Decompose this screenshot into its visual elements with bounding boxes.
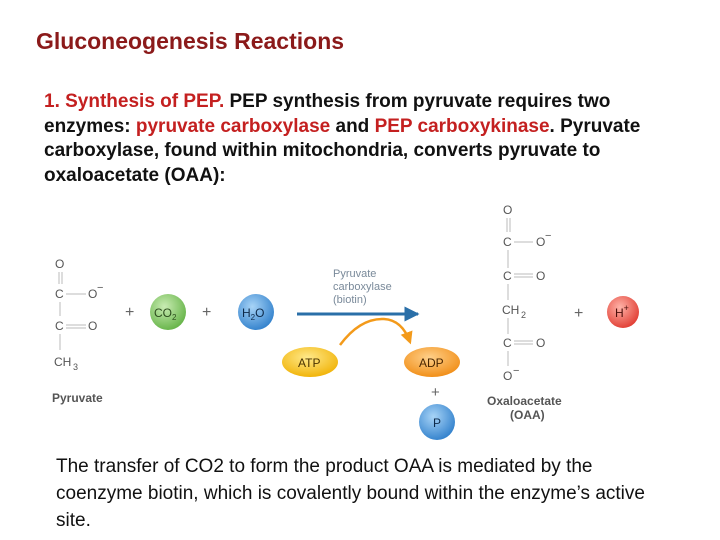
oaa-label-2: (OAA) <box>510 408 545 422</box>
atp-adp-curve <box>338 317 413 346</box>
intro-text-b: and <box>330 115 375 137</box>
svg-text:O: O <box>503 203 512 217</box>
svg-text:(biotin): (biotin) <box>333 294 367 306</box>
atp-ball <box>282 347 338 377</box>
h2o-ball <box>238 294 274 330</box>
svg-text:C: C <box>503 269 512 283</box>
svg-text:C: C <box>503 336 512 350</box>
svg-text:CH: CH <box>502 303 519 317</box>
oaa-label-1: Oxaloacetate <box>487 394 562 408</box>
pyr-atom-c2: C <box>55 319 64 333</box>
plus-3: + <box>431 384 440 401</box>
co2-ball <box>150 294 186 330</box>
intro-paragraph: 1. Synthesis of PEP. PEP synthesis from … <box>44 90 684 188</box>
pyr-atom-o2: O <box>88 287 97 301</box>
h2o-label: H2O <box>242 306 264 322</box>
intro-text-a: PEP synthesis from pyruvate requires two… <box>44 91 611 137</box>
enzyme-pep-carboxykinase: PEP carboxykinase <box>374 115 550 137</box>
svg-text:O: O <box>536 336 545 350</box>
enzyme-label: Pyruvate carboxylase (biotin) <box>333 268 392 306</box>
intro-text-c: . Pyruvate carboxylase, found within mit… <box>44 115 641 186</box>
phosphate-ball <box>419 404 455 440</box>
oaa-structure: O C O − C O CH 2 C O O − Oxaloacetate (O… <box>487 203 562 422</box>
h-plus-ball <box>607 296 639 328</box>
phosphate-label: P <box>433 416 441 430</box>
pyr-atom-sub3: 3 <box>73 362 78 372</box>
pyr-atom-o3: O <box>88 319 97 333</box>
svg-text:2: 2 <box>521 310 526 320</box>
pyr-atom-c1: C <box>55 287 64 301</box>
pyr-atom-o1: O <box>55 257 64 271</box>
co2-label: CO2 <box>154 306 177 322</box>
svg-text:O: O <box>536 235 545 249</box>
enzyme-pyruvate-carboxylase: pyruvate carboxylase <box>135 115 331 137</box>
plus-1: + <box>125 304 134 321</box>
pyr-charge: − <box>97 282 103 294</box>
plus-2: + <box>202 304 211 321</box>
svg-text:Pyruvate: Pyruvate <box>333 268 376 280</box>
pyr-atom-ch: CH <box>54 355 71 369</box>
svg-text:O: O <box>536 269 545 283</box>
adp-ball <box>404 347 460 377</box>
atp-label: ATP <box>298 356 320 370</box>
svg-text:C: C <box>503 235 512 249</box>
svg-text:−: − <box>545 230 551 242</box>
slide-title: Gluconeogenesis Reactions <box>36 28 345 54</box>
h-plus-label: H+ <box>615 303 629 320</box>
adp-label: ADP <box>419 356 444 370</box>
footer-paragraph: The transfer of CO2 to form the product … <box>56 456 645 531</box>
pyruvate-structure: O C O − C O CH 3 Pyruvate <box>52 257 103 405</box>
intro-heading: 1. Synthesis of PEP. <box>44 91 225 112</box>
svg-text:O: O <box>503 369 512 383</box>
pyruvate-label: Pyruvate <box>52 391 103 405</box>
svg-text:−: − <box>513 365 519 377</box>
plus-4: + <box>574 305 583 322</box>
svg-text:carboxylase: carboxylase <box>333 281 392 293</box>
reaction-scheme: O C O − C O CH 3 Pyruvate + CO2 + H2O Py… <box>52 203 639 440</box>
